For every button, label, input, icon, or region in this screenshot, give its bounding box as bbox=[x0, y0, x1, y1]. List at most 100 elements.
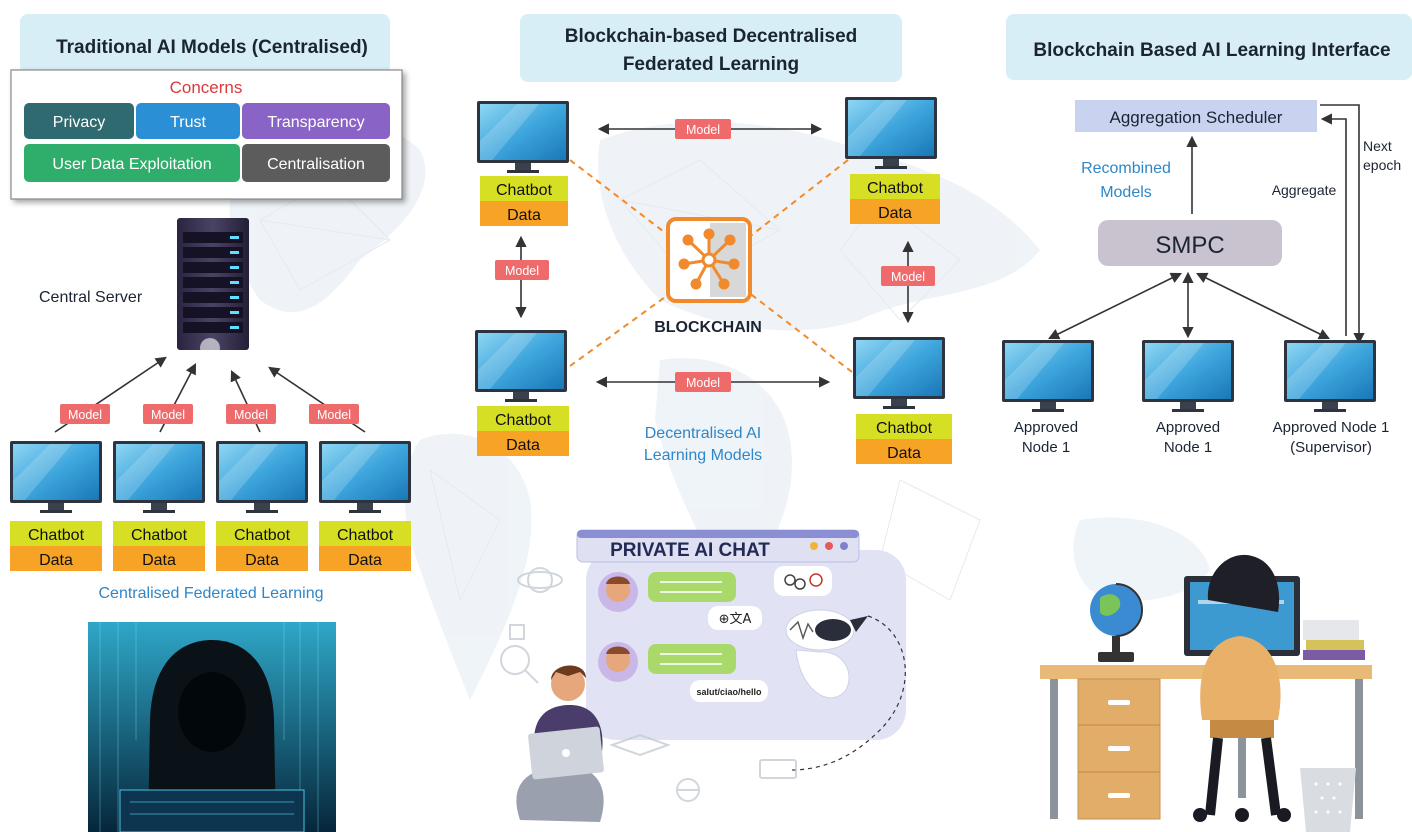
aggregation-scheduler-label: Aggregation Scheduler bbox=[1110, 108, 1283, 127]
recombined-line2: Models bbox=[1100, 184, 1152, 201]
user-avatar-icon bbox=[598, 572, 638, 612]
svg-text:Data: Data bbox=[348, 552, 382, 569]
svg-text:Data: Data bbox=[245, 552, 279, 569]
next-epoch-line1: Next bbox=[1363, 138, 1392, 154]
arrow-next-epoch bbox=[1320, 104, 1365, 345]
blockchain-label: BLOCKCHAIN bbox=[654, 319, 762, 336]
smpc-box bbox=[1098, 220, 1282, 266]
node-label-1-line1: Approved bbox=[1014, 419, 1078, 436]
node-label-1-line2: Node 1 bbox=[1022, 439, 1070, 456]
node-monitor-2 bbox=[1142, 340, 1234, 412]
svg-text:Data: Data bbox=[887, 445, 921, 462]
svg-text:Chatbot: Chatbot bbox=[234, 527, 291, 544]
decentralised-title-line2: Federated Learning bbox=[623, 54, 799, 75]
aggregate-label: Aggregate bbox=[1272, 182, 1337, 198]
concerns-box: Concerns Privacy Trust Transparency User… bbox=[10, 69, 403, 200]
client-monitor-3 bbox=[216, 441, 308, 513]
concerns-title: Concerns bbox=[170, 78, 243, 97]
svg-text:Model: Model bbox=[686, 123, 720, 137]
svg-text:Chatbot: Chatbot bbox=[496, 182, 553, 199]
svg-text:Data: Data bbox=[507, 207, 541, 224]
person-with-laptop-illustration bbox=[516, 665, 604, 822]
interface-title: Blockchain Based AI Learning Interface bbox=[1033, 40, 1390, 61]
model-tag: Model bbox=[495, 260, 549, 280]
traditional-title: Traditional AI Models (Centralised) bbox=[56, 37, 368, 58]
svg-text:Chatbot: Chatbot bbox=[337, 527, 394, 544]
peer-monitor-bottom-right bbox=[853, 337, 945, 409]
central-server-icon bbox=[177, 218, 249, 358]
concern-user-data-exploitation: User Data Exploitation bbox=[24, 144, 240, 182]
molecule-icon bbox=[774, 566, 832, 596]
concern-transparency: Transparency bbox=[242, 103, 390, 139]
model-tag: Model bbox=[675, 372, 731, 392]
node-label-3-line2: (Supervisor) bbox=[1290, 439, 1372, 456]
client-label-3: Chatbot Data bbox=[216, 521, 308, 571]
books-stack bbox=[1303, 620, 1365, 660]
window-dot-icon bbox=[810, 542, 818, 550]
globe-icon bbox=[1090, 583, 1143, 662]
concern-centralisation: Centralisation bbox=[242, 144, 390, 182]
peer-label-top-right: Chatbot Data bbox=[850, 174, 940, 224]
svg-text:Model: Model bbox=[68, 408, 102, 422]
next-epoch-line2: epoch bbox=[1363, 157, 1401, 173]
decentralised-header-bg bbox=[520, 14, 902, 82]
svg-text:Model: Model bbox=[686, 376, 720, 390]
svg-text:Data: Data bbox=[142, 552, 176, 569]
svg-text:Chatbot: Chatbot bbox=[28, 527, 85, 544]
arrow-node1-smpc bbox=[1047, 272, 1183, 340]
node-label-2-line1: Approved bbox=[1156, 419, 1220, 436]
node-monitor-1 bbox=[1002, 340, 1094, 412]
window-dot-icon bbox=[840, 542, 848, 550]
central-server-label: Central Server bbox=[39, 289, 143, 306]
concern-trust: Trust bbox=[136, 103, 240, 139]
node-label-3-line1: Approved Node 1 bbox=[1273, 419, 1390, 436]
traditional-section: Traditional AI Models (Centralised) Conc… bbox=[10, 14, 411, 832]
arrow-node3-smpc bbox=[1195, 272, 1331, 340]
model-tag: Model bbox=[226, 404, 276, 424]
aggregation-scheduler-box bbox=[1075, 100, 1317, 132]
svg-text:Privacy: Privacy bbox=[53, 114, 105, 131]
svg-text:Model: Model bbox=[891, 270, 925, 284]
client-monitor-1 bbox=[10, 441, 102, 513]
svg-text:Chatbot: Chatbot bbox=[876, 420, 933, 437]
traditional-header-bg bbox=[20, 14, 390, 74]
svg-text:Model: Model bbox=[317, 408, 351, 422]
background-doodles bbox=[500, 567, 797, 802]
svg-text:Trust: Trust bbox=[170, 114, 206, 131]
decentralised-section: Blockchain-based Decentralised Federated… bbox=[475, 14, 952, 822]
client-monitor-2 bbox=[113, 441, 205, 513]
person-at-desk-illustration bbox=[1040, 554, 1372, 832]
model-tag: Model bbox=[60, 404, 110, 424]
svg-text:Data: Data bbox=[506, 437, 540, 454]
decentralised-caption-line2: Learning Models bbox=[644, 447, 762, 464]
peer-monitor-top-right bbox=[845, 97, 937, 169]
svg-text:User Data Exploitation: User Data Exploitation bbox=[52, 156, 211, 173]
svg-text:Data: Data bbox=[878, 205, 912, 222]
decentralised-title-line1: Blockchain-based Decentralised bbox=[565, 26, 858, 47]
svg-text:Transparency: Transparency bbox=[267, 114, 364, 131]
peer-label-top-left: Chatbot Data bbox=[480, 176, 568, 226]
translation-bubble: salut/ciao/hello bbox=[690, 680, 768, 702]
svg-text:Model: Model bbox=[234, 408, 268, 422]
blockchain-hub-icon bbox=[666, 217, 752, 303]
svg-text:salut/ciao/hello: salut/ciao/hello bbox=[696, 687, 762, 697]
client-monitor-4 bbox=[319, 441, 411, 513]
chat-title: PRIVATE AI CHAT bbox=[610, 540, 770, 561]
svg-text:Data: Data bbox=[39, 552, 73, 569]
svg-text:Chatbot: Chatbot bbox=[867, 180, 924, 197]
chat-bubble bbox=[648, 572, 736, 602]
smpc-label: SMPC bbox=[1155, 232, 1224, 259]
model-tag: Model bbox=[881, 266, 935, 286]
client-label-4: Chatbot Data bbox=[319, 521, 411, 571]
client-label-1: Chatbot Data bbox=[10, 521, 102, 571]
robot-icon bbox=[785, 609, 868, 699]
centralised-caption: Centralised Federated Learning bbox=[98, 585, 323, 602]
svg-text:Chatbot: Chatbot bbox=[131, 527, 188, 544]
model-tag: Model bbox=[675, 119, 731, 139]
peer-label-bottom-right: Chatbot Data bbox=[856, 414, 952, 464]
hacker-illustration bbox=[88, 622, 336, 832]
peer-label-bottom-left: Chatbot Data bbox=[477, 406, 569, 456]
svg-text:Model: Model bbox=[505, 264, 539, 278]
